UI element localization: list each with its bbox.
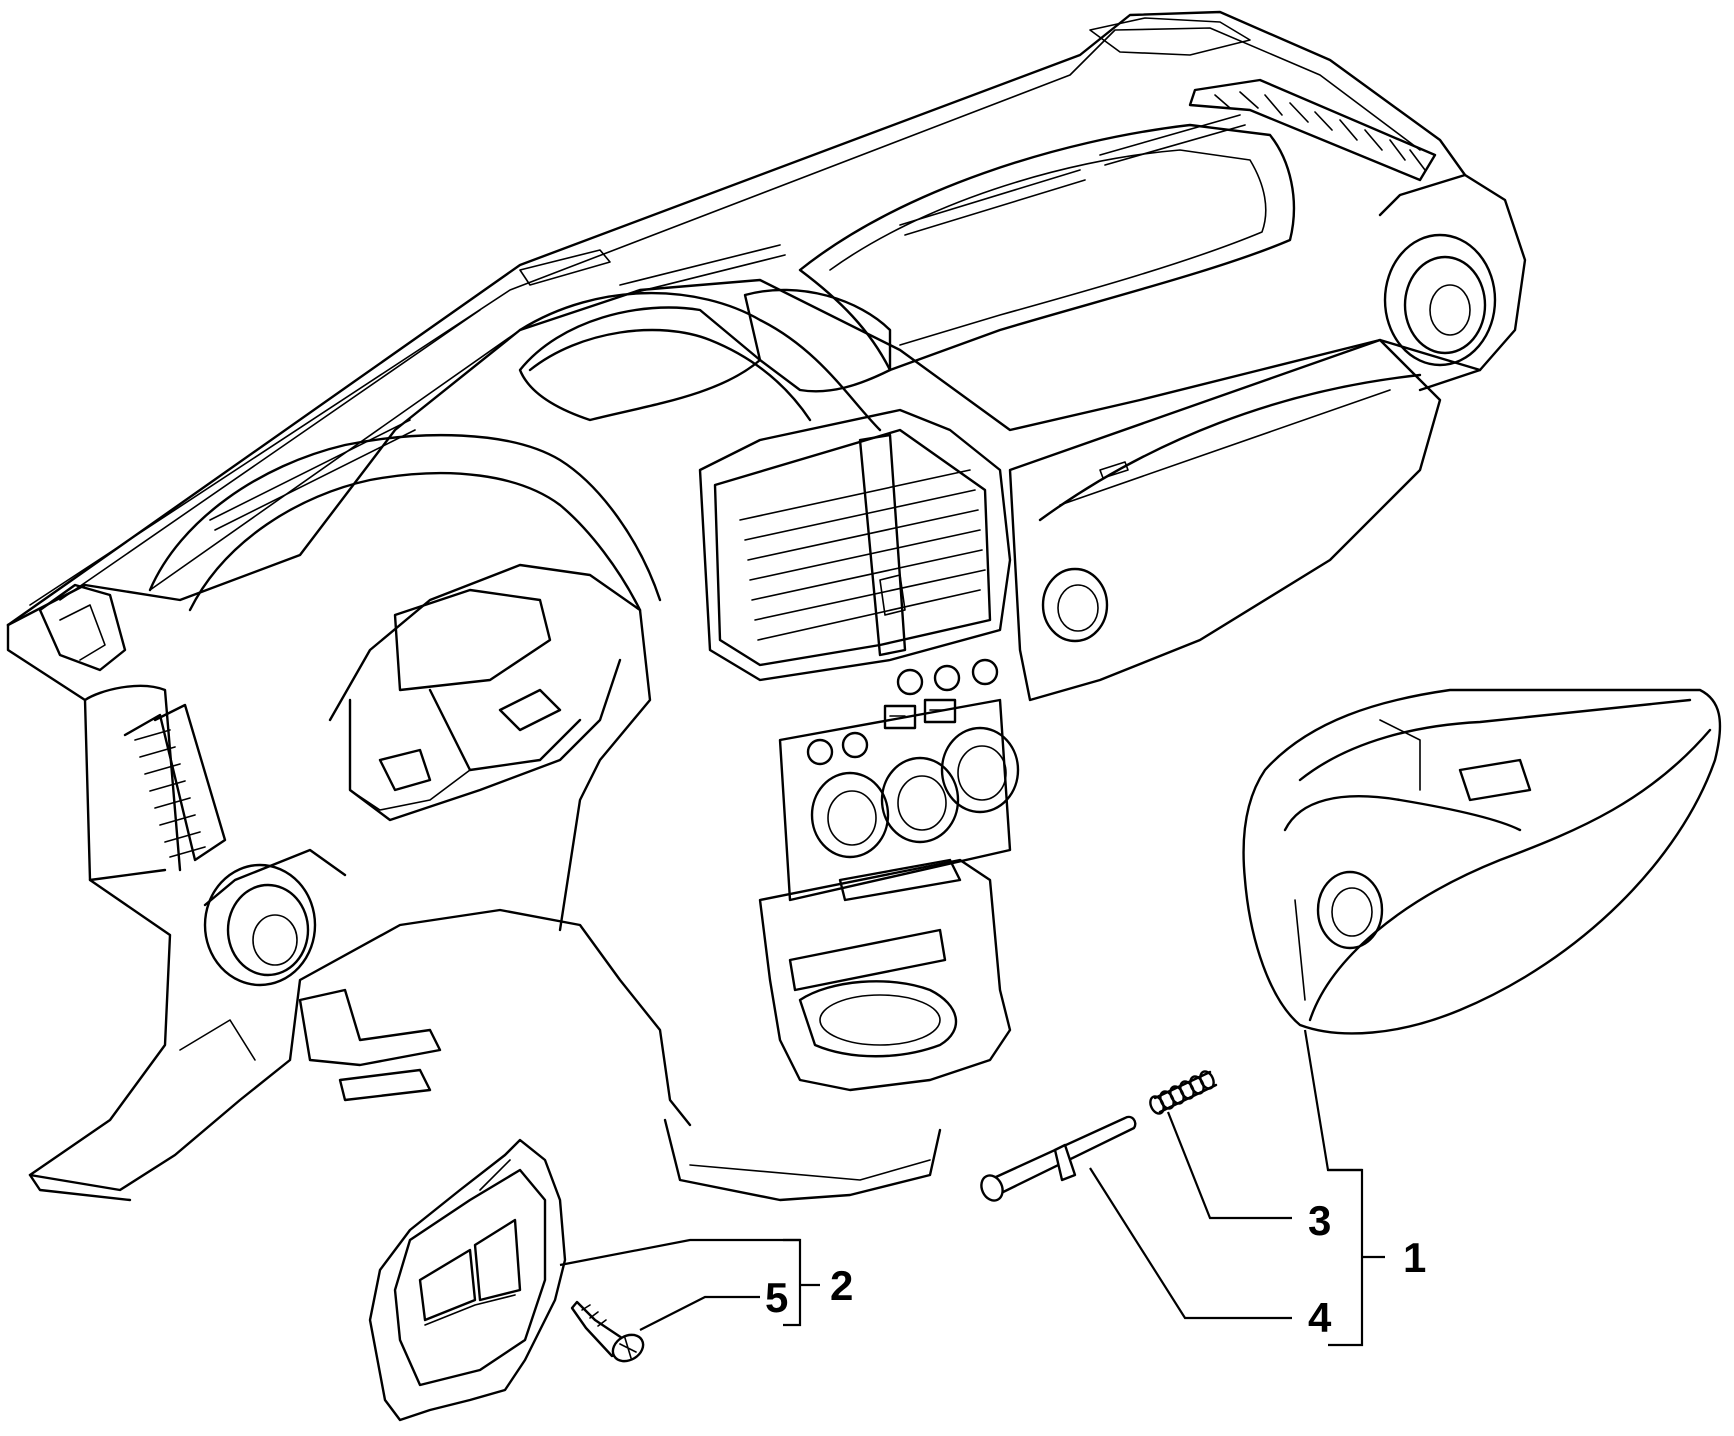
center-console — [663, 408, 1020, 1202]
leader-line-3 — [1166, 1111, 1292, 1220]
left-round-vent — [203, 848, 347, 987]
screw-part — [570, 1300, 645, 1363]
leader-line-4 — [1089, 1167, 1292, 1320]
callout-5: 5 — [765, 1274, 788, 1321]
leader-line-1 — [1303, 1029, 1362, 1172]
callout-3: 3 — [1308, 1197, 1331, 1244]
glove-box-part — [1242, 688, 1722, 1035]
spring-part — [1149, 1070, 1218, 1115]
leader-line-5 — [639, 1295, 760, 1331]
bracket-1 — [1328, 1168, 1364, 1347]
callout-1: 1 — [1403, 1234, 1426, 1281]
leader-line-2 — [559, 1238, 800, 1267]
bracket-2 — [783, 1238, 802, 1327]
dashboard-panel — [6, 10, 1527, 1202]
callout-4: 4 — [1308, 1294, 1332, 1341]
right-round-vent — [1383, 233, 1497, 367]
cover-panel-part — [368, 1138, 567, 1422]
leader-lines — [559, 1029, 1385, 1347]
callout-2: 2 — [830, 1262, 853, 1309]
pin-rod-part — [980, 1115, 1137, 1202]
